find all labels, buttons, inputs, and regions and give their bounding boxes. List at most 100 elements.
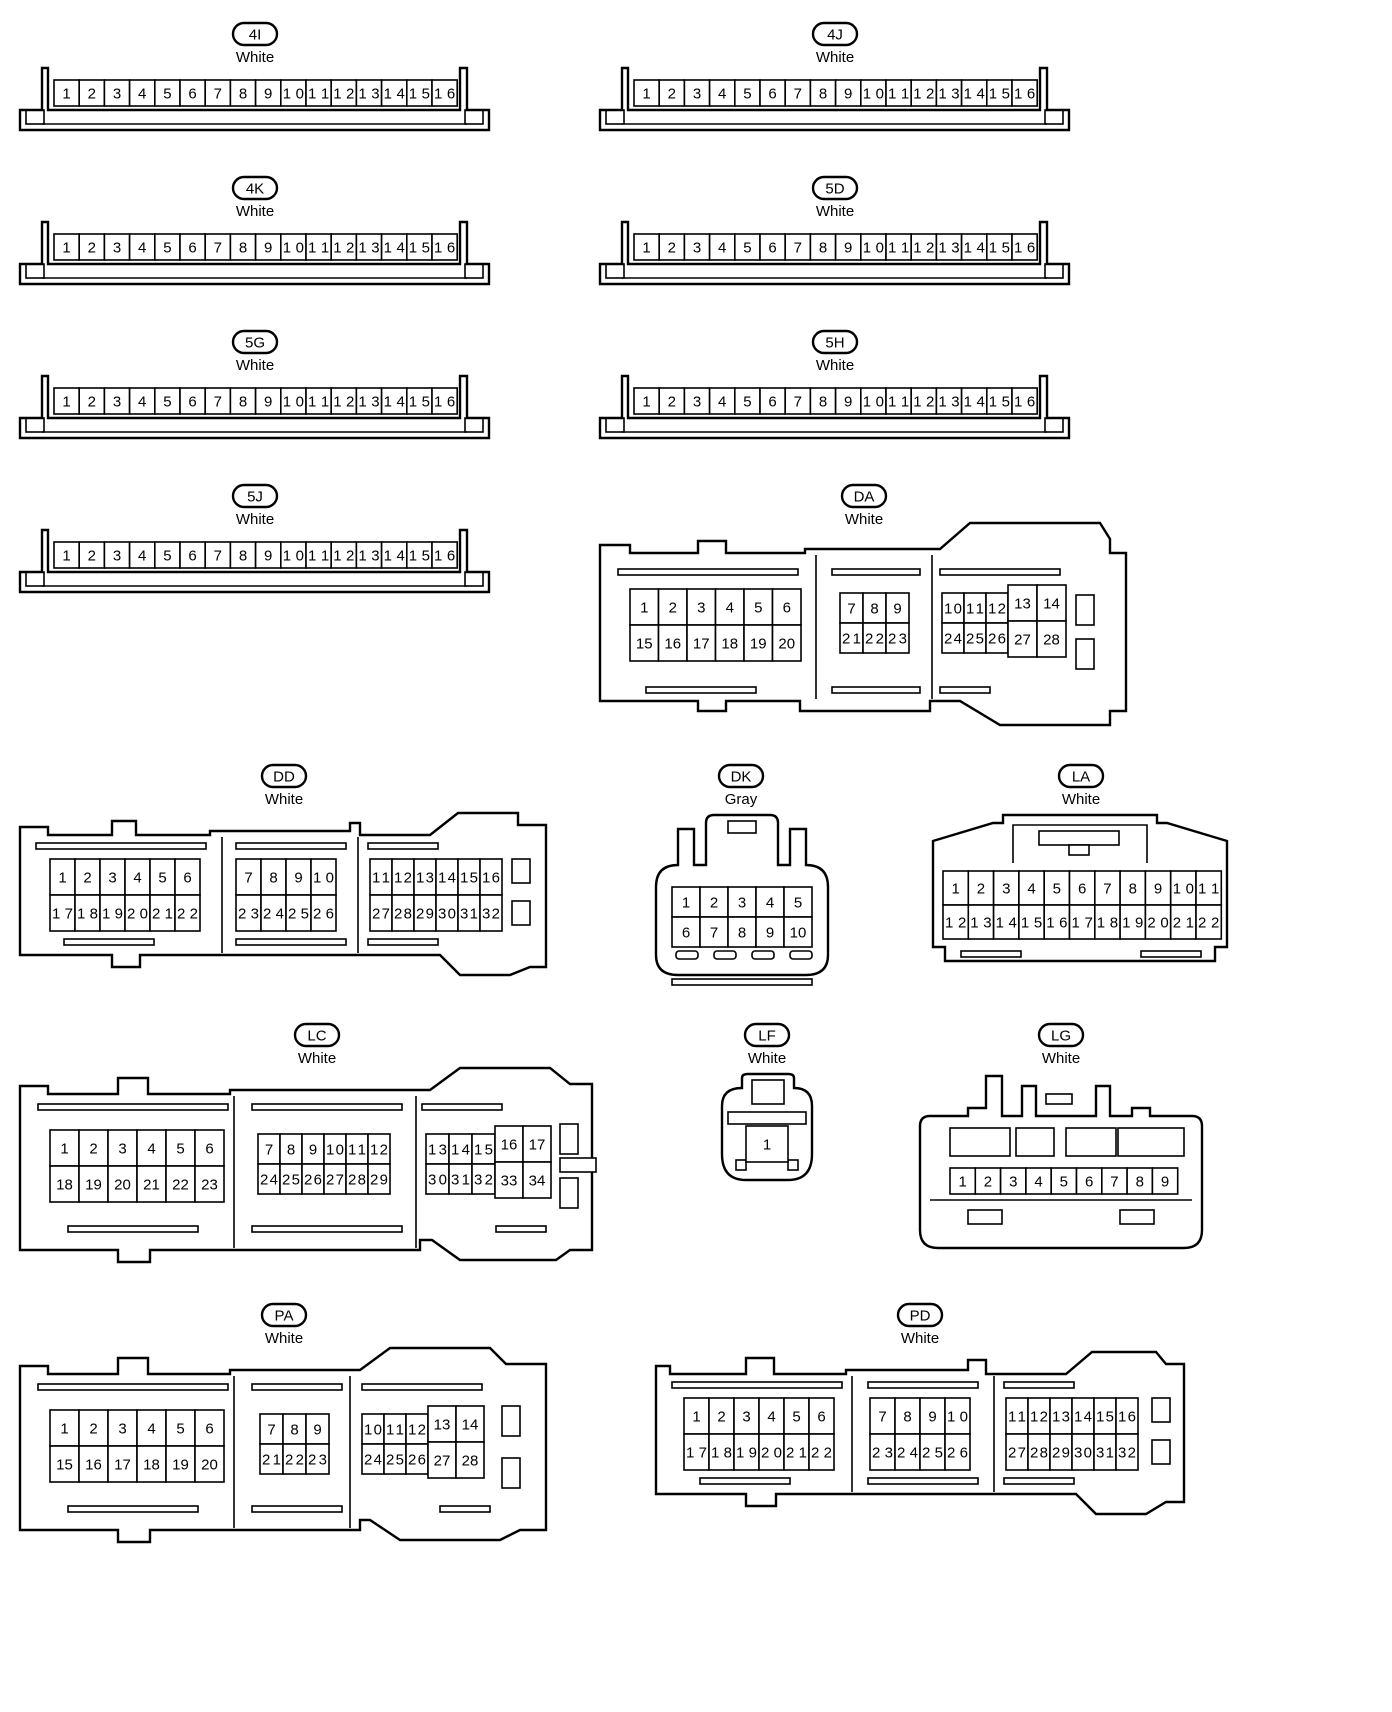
pin-number: 8	[239, 240, 247, 257]
pin-number: 3	[118, 1141, 126, 1158]
pin-number: 1	[763, 1137, 771, 1154]
pin-cell	[808, 1433, 835, 1471]
pin-cell	[1068, 870, 1096, 906]
pin-number: 24	[364, 1452, 382, 1469]
pin-number: 31	[460, 906, 478, 923]
pin-cell	[942, 904, 970, 940]
pin-cell	[405, 79, 433, 107]
pin-number: 1	[60, 1421, 68, 1438]
pin-number: 19	[750, 636, 767, 653]
pin-number: 8	[819, 86, 827, 103]
pin-number: 6	[768, 394, 776, 411]
pin-number: 8	[239, 86, 247, 103]
pin-number: 2	[89, 1141, 97, 1158]
pin-number: 5	[754, 600, 762, 617]
pin-cell	[103, 233, 131, 261]
pin-number: 19	[172, 1457, 189, 1474]
pin-cell	[699, 916, 729, 948]
pin-cell	[149, 894, 176, 932]
pin-number: 4	[767, 1409, 775, 1426]
pin-cell	[136, 1165, 167, 1203]
pin-cell	[808, 1397, 835, 1435]
pin-number: 2	[984, 1174, 992, 1191]
connector-color-label: Gray	[725, 791, 758, 808]
pin-number: 8	[239, 394, 247, 411]
connector-color-label: White	[1042, 1050, 1080, 1067]
pin-number: 20	[778, 636, 795, 653]
connector-id-label: LG	[1051, 1028, 1071, 1045]
pin-cell	[305, 79, 333, 107]
connector-tag-oval	[231, 483, 279, 509]
pin-number: 9	[1161, 1174, 1169, 1191]
pin-cell	[494, 1161, 524, 1199]
pin-cell	[758, 1397, 785, 1435]
pin-cell	[1169, 870, 1197, 906]
pin-cell	[355, 541, 383, 569]
pin-cell	[809, 233, 837, 261]
pin-cell	[522, 1125, 552, 1163]
pin-number: 9	[766, 925, 774, 942]
pin-cell	[194, 1165, 225, 1203]
pin-number: 1	[642, 394, 650, 411]
pin-number: 5	[176, 1141, 184, 1158]
pin-number: 4	[138, 240, 146, 257]
pin-cell	[727, 916, 757, 948]
pin-number: 6	[205, 1421, 213, 1438]
pin-cell	[330, 79, 358, 107]
pin-number: 8	[903, 1409, 911, 1426]
pin-cell	[78, 541, 106, 569]
pin-cell	[1043, 904, 1071, 940]
pin-cell	[154, 541, 181, 569]
pin-number: 34	[529, 1173, 546, 1190]
pin-cell	[380, 233, 408, 261]
pin-number: 2	[668, 394, 676, 411]
pin-cell	[53, 387, 81, 415]
pin-number: 7	[214, 86, 222, 103]
connector-id-label: DA	[854, 489, 875, 506]
pin-number: 4	[133, 870, 141, 887]
pin-cell	[944, 1433, 971, 1471]
pin-cell	[229, 79, 257, 107]
pin-cell	[99, 894, 126, 932]
pin-cell	[367, 1163, 391, 1195]
pin-cell	[260, 894, 287, 932]
pin-number: 10	[944, 601, 962, 618]
pin-number: 27	[1008, 1445, 1026, 1462]
connector-color-label: White	[816, 203, 854, 220]
pin-cell	[174, 858, 201, 896]
pin-cell	[49, 1445, 80, 1483]
pin-number: 9	[313, 1422, 321, 1439]
pin-number: 7	[1110, 1174, 1118, 1191]
pin-number: 11	[372, 870, 390, 887]
pin-number: 12	[988, 601, 1006, 618]
pin-cell	[1007, 620, 1038, 658]
pin-number: 25	[386, 1452, 404, 1469]
pin-number: 9	[264, 394, 272, 411]
pin-number: 6	[188, 548, 196, 565]
pin-number: 8	[287, 1142, 295, 1159]
pin-number: 7	[794, 240, 802, 257]
connector-tag-oval	[717, 763, 765, 789]
pin-cell	[330, 387, 358, 415]
pin-number: 8	[1136, 1174, 1144, 1191]
pin-cell	[165, 1445, 196, 1483]
pin-cell	[733, 233, 761, 261]
pin-cell	[124, 894, 151, 932]
pin-number: 3	[118, 1421, 126, 1438]
pin-number: 5	[163, 86, 171, 103]
pin-number: 14	[1043, 596, 1060, 613]
pin-number: 8	[290, 1422, 298, 1439]
connector-tag-oval	[231, 21, 279, 47]
pin-number: 6	[183, 870, 191, 887]
pin-number: 5	[743, 240, 751, 257]
pin-number: 1	[62, 240, 70, 257]
pin-cell	[305, 1443, 330, 1475]
pin-number: 2	[88, 548, 96, 565]
pin-cell	[310, 894, 337, 932]
connector-tag-oval	[811, 175, 859, 201]
pin-number: 16	[664, 636, 681, 653]
pin-cell	[743, 588, 774, 626]
